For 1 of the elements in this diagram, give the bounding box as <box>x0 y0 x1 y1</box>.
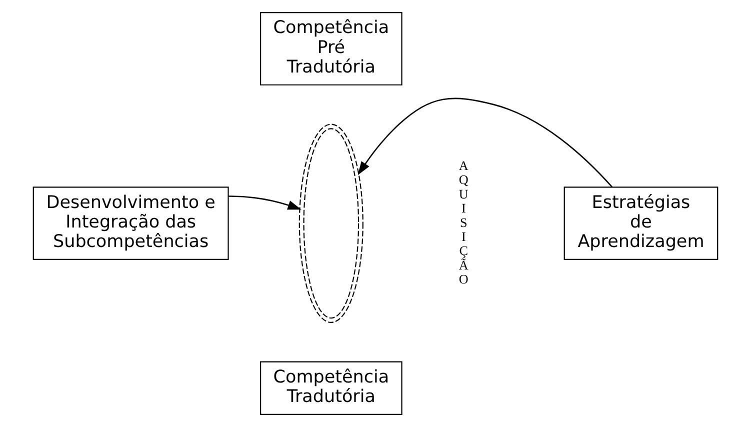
label: AQUISIÇÃO <box>458 158 468 287</box>
